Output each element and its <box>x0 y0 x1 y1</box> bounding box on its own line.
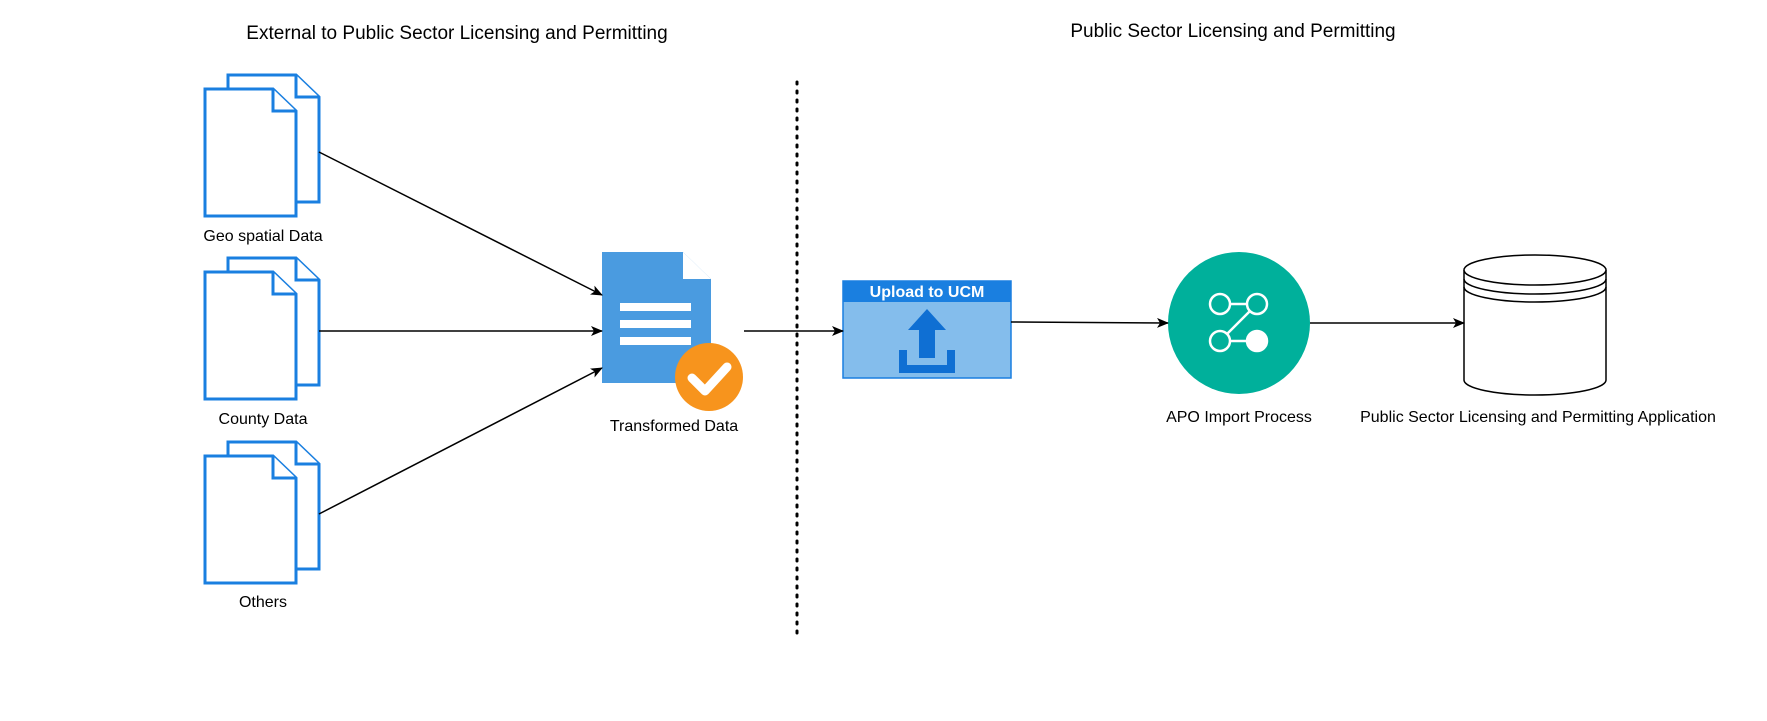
workflow-icon <box>1208 292 1269 353</box>
arrow-others-to-transformed <box>318 367 603 515</box>
source-others[interactable]: Others <box>203 440 321 611</box>
upload-to-ucm-node[interactable]: Upload to UCM <box>842 280 1012 379</box>
external-section-title: External to Public Sector Licensing and … <box>246 23 667 44</box>
document-check-icon <box>602 252 743 411</box>
transformed-data-label: Transformed Data <box>610 418 738 435</box>
application-label: Public Sector Licensing and Permitting A… <box>1360 409 1716 426</box>
arrow-upload-to-process <box>1010 317 1169 328</box>
internal-section-title: Public Sector Licensing and Permitting <box>1070 21 1395 42</box>
document-stack-icon <box>203 256 321 401</box>
application-database-node[interactable]: Public Sector Licensing and Permitting A… <box>1360 254 1716 426</box>
transformed-data-node[interactable]: Transformed Data <box>602 252 743 435</box>
apo-import-process-node[interactable]: APO Import Process <box>1166 252 1312 426</box>
upload-label: Upload to UCM <box>870 284 985 301</box>
apo-import-label: APO Import Process <box>1166 409 1312 426</box>
source-label: County Data <box>219 411 308 428</box>
source-county[interactable]: County Data <box>203 256 321 428</box>
document-stack-icon <box>203 73 321 218</box>
upload-icon <box>899 309 955 373</box>
arrow-geo-to-transformed <box>318 151 603 296</box>
source-label: Others <box>239 594 287 611</box>
source-label: Geo spatial Data <box>203 228 322 245</box>
connectors <box>318 151 1465 515</box>
document-stack-icon <box>203 440 321 585</box>
database-icon <box>1463 254 1607 396</box>
source-geo-spatial[interactable]: Geo spatial Data <box>203 73 323 245</box>
